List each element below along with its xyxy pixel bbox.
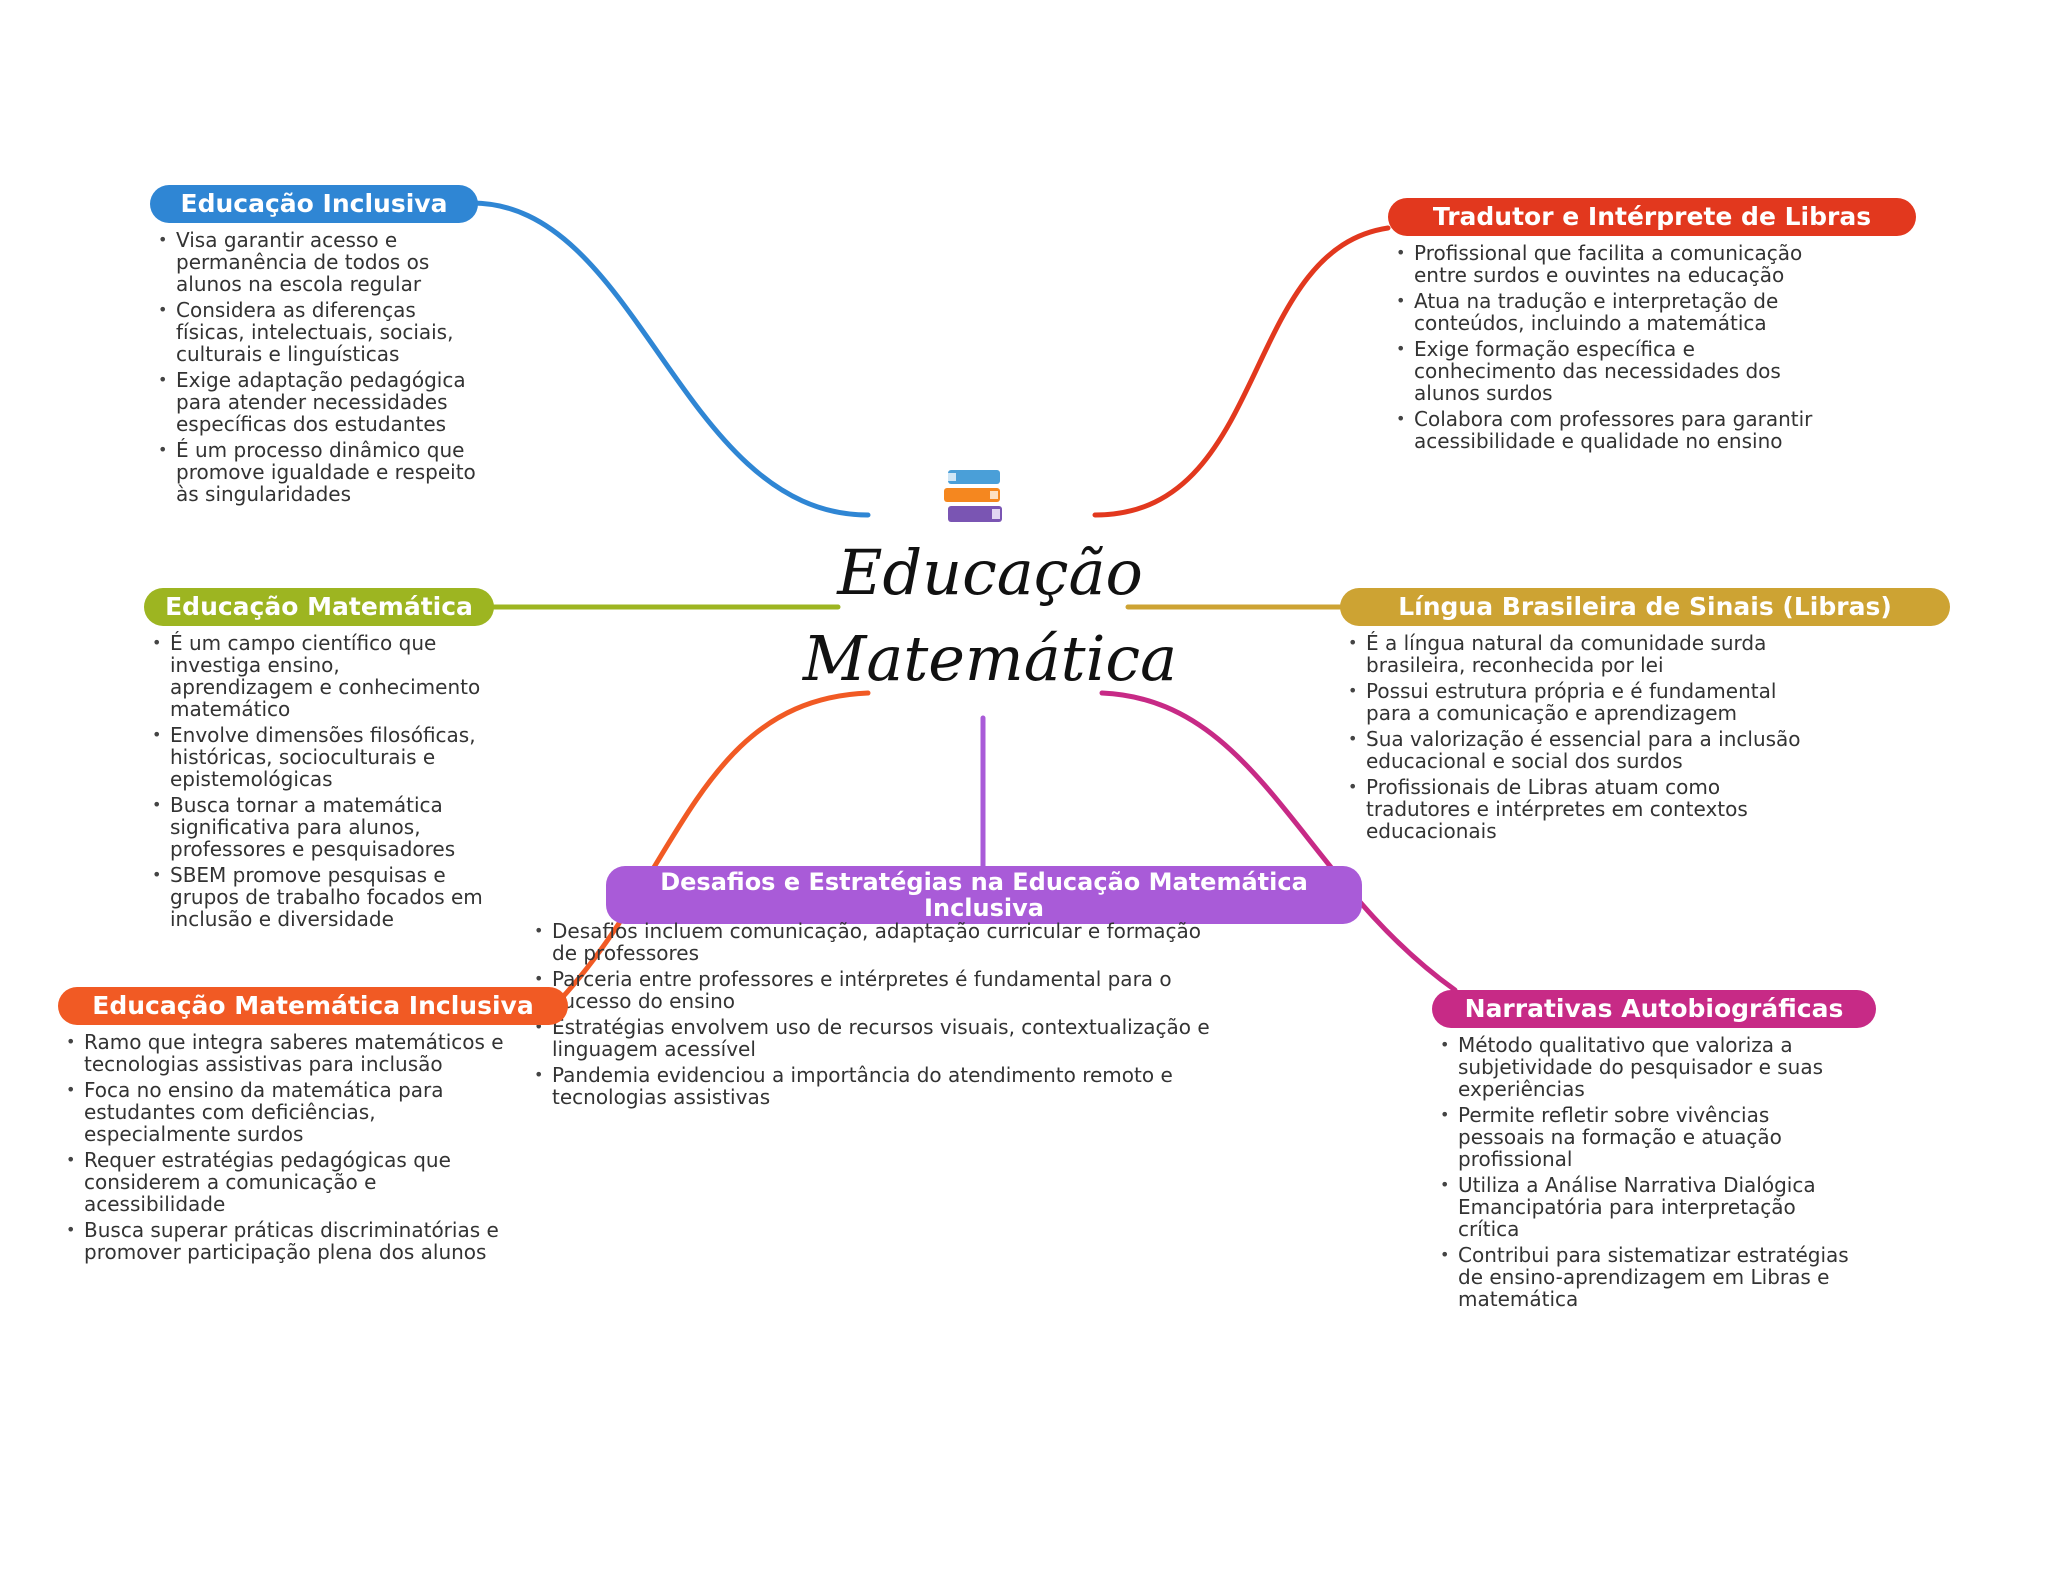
list-item: Desafios incluem comunicação, adaptação …	[530, 920, 1230, 964]
list-item: Permite refletir sobre vivências pessoai…	[1436, 1104, 1856, 1170]
topic-title[interactable]: Educação Inclusiva	[150, 185, 478, 223]
connector-narrativas	[1099, 690, 1458, 993]
list-item: Profissionais de Libras atuam como tradu…	[1344, 776, 1804, 842]
list-item: SBEM promove pesquisas e grupos de traba…	[148, 864, 488, 930]
topic-bullets: Desafios incluem comunicação, adaptação …	[530, 920, 1230, 1112]
list-item: Método qualitativo que valoriza a subjet…	[1436, 1034, 1856, 1100]
topic-bullets: Profissional que facilita a comunicação …	[1392, 242, 1832, 456]
list-item: É a língua natural da comunidade surda b…	[1344, 632, 1804, 676]
list-item: Profissional que facilita a comunicação …	[1392, 242, 1832, 286]
topic-title[interactable]: Narrativas Autobiográficas	[1432, 990, 1876, 1028]
list-item: Ramo que integra saberes matemáticos e t…	[62, 1031, 522, 1075]
list-item: Busca superar práticas discriminatórias …	[62, 1219, 522, 1263]
list-item: Utiliza a Análise Narrativa Dialógica Em…	[1436, 1174, 1856, 1240]
list-item: Considera as diferenças físicas, intelec…	[154, 299, 484, 365]
list-item: Envolve dimensões filosóficas, histórica…	[148, 724, 488, 790]
topic-title[interactable]: Educação Matemática	[144, 588, 494, 626]
connector-educacao-inclusiva	[469, 200, 871, 518]
list-item: É um processo dinâmico que promove igual…	[154, 439, 484, 505]
topic-bullets: Método qualitativo que valoriza a subjet…	[1436, 1034, 1856, 1314]
list-item: Colabora com professores para garantir a…	[1392, 408, 1832, 452]
topic-bullets: É a língua natural da comunidade surda b…	[1344, 632, 1804, 846]
list-item: Foca no ensino da matemática para estuda…	[62, 1079, 522, 1145]
list-item: Estratégias envolvem uso de recursos vis…	[530, 1016, 1230, 1060]
central-topic: Educação Matemática	[800, 460, 1180, 700]
topic-title[interactable]: Língua Brasileira de Sinais (Libras)	[1340, 588, 1950, 626]
list-item: Requer estratégias pedagógicas que consi…	[62, 1149, 522, 1215]
list-item: Atua na tradução e interpretação de cont…	[1392, 290, 1832, 334]
topic-bullets: Ramo que integra saberes matemáticos e t…	[62, 1031, 522, 1267]
list-item: Sua valorização é essencial para a inclu…	[1344, 728, 1804, 772]
topic-title[interactable]: Desafios e Estratégias na Educação Matem…	[606, 866, 1362, 924]
topic-bullets: Visa garantir acesso e permanência de to…	[154, 229, 484, 509]
central-title: Educação Matemática	[802, 536, 1178, 695]
connector-tradutor-interprete	[1092, 225, 1391, 518]
books-icon	[944, 470, 1002, 522]
list-item: Pandemia evidenciou a importância do ate…	[530, 1064, 1230, 1108]
topic-bullets: É um campo científico que investiga ensi…	[148, 632, 488, 934]
list-item: Possui estrutura própria e é fundamental…	[1344, 680, 1804, 724]
list-item: Parceria entre professores e intérpretes…	[530, 968, 1230, 1012]
list-item: Exige adaptação pedagógica para atender …	[154, 369, 484, 435]
topic-title[interactable]: Educação Matemática Inclusiva	[58, 987, 568, 1025]
topic-title[interactable]: Tradutor e Intérprete de Libras	[1388, 198, 1916, 236]
list-item: É um campo científico que investiga ensi…	[148, 632, 488, 720]
list-item: Visa garantir acesso e permanência de to…	[154, 229, 484, 295]
list-item: Exige formação específica e conhecimento…	[1392, 338, 1832, 404]
list-item: Busca tornar a matemática significativa …	[148, 794, 488, 860]
list-item: Contribui para sistematizar estratégias …	[1436, 1244, 1856, 1310]
